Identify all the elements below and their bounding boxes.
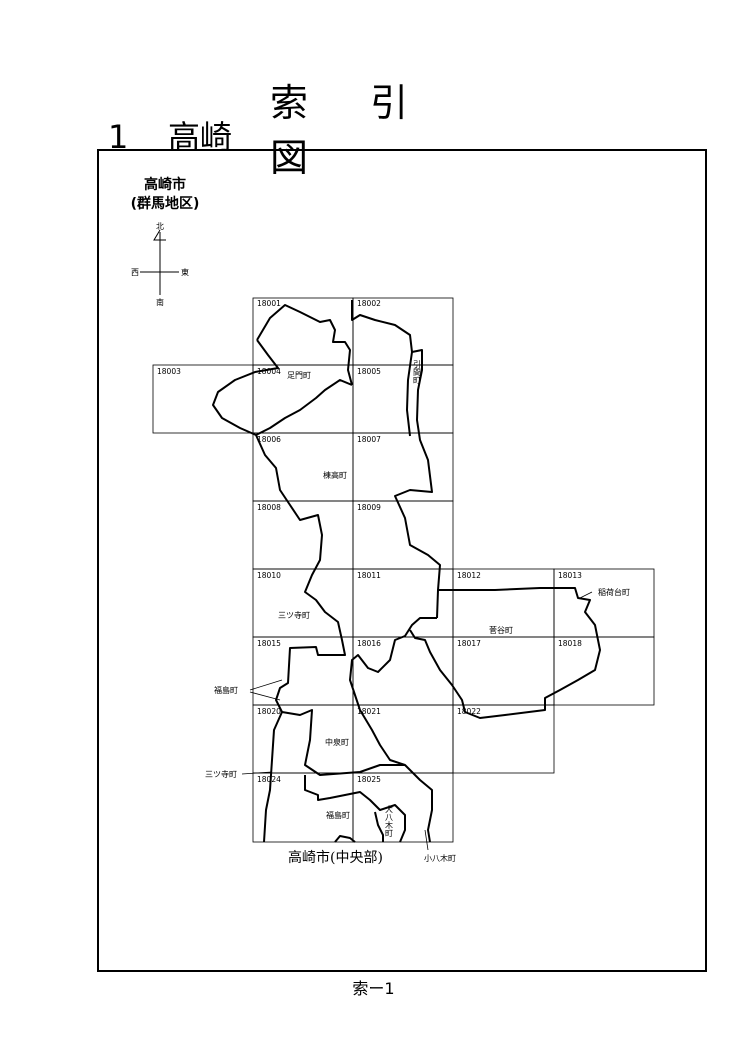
compass-rose [140, 229, 179, 295]
town-label-sugaya: 菅谷町 [489, 625, 513, 635]
town-label-munetaka: 棟高町 [323, 470, 347, 480]
district-boundaries [212, 300, 601, 843]
boundary-outer-west [212, 339, 346, 843]
cell-id-18013: 18013 [558, 571, 582, 580]
leader-fukushima [249, 679, 283, 691]
grid-cell-18022 [452, 704, 555, 774]
compass-east-label: 東 [181, 267, 189, 277]
boundary-ashikado [255, 379, 353, 436]
cell-id-18006: 18006 [257, 435, 281, 444]
region-label: 高崎市 (群馬地区) [115, 176, 215, 214]
cell-id-18010: 18010 [257, 571, 281, 580]
title-char-1: 索 [270, 81, 309, 125]
town-label-mitsudera-side: 三ツ寺町 [205, 770, 237, 779]
cell-id-18020: 18020 [257, 707, 281, 716]
title-char-3: 図 [270, 136, 309, 180]
compass-north-label: 北 [156, 222, 164, 231]
boundary-hikima [406, 351, 413, 437]
region-city: 高崎市 [144, 177, 186, 193]
cell-id-18009: 18009 [357, 503, 381, 512]
page-footer: 索ー1 [352, 979, 395, 998]
town-label-mitsudera: 三ツ寺町 [278, 611, 310, 620]
boundary-sugaya [409, 587, 601, 719]
cell-id-18018: 18018 [558, 639, 582, 648]
grid-cell-18018 [553, 636, 655, 706]
cell-id-18007: 18007 [357, 435, 381, 444]
cell-id-18012: 18012 [457, 571, 481, 580]
town-label-fukushima-bottom: 福島町 [326, 810, 350, 820]
boundary-northwest [256, 304, 353, 386]
map-frame [97, 149, 707, 972]
boundary-ohyagi [374, 811, 384, 842]
adjacent-area-label: 高崎市(中央部) [288, 849, 383, 866]
boundary-east [351, 300, 441, 619]
town-label-fukushima-side: 福島町 [214, 685, 238, 695]
cell-id-18022: 18022 [457, 707, 481, 716]
leader-inaridai [579, 591, 593, 599]
index-map-title: 索 引図 [270, 72, 540, 182]
compass-west-label: 西 [131, 268, 139, 277]
town-label-ohyagi: 大八木町 [385, 804, 394, 837]
section-number: 1 [108, 118, 129, 156]
leader-mitsudera [241, 771, 273, 775]
cell-id-18016: 18016 [357, 639, 381, 648]
leader-koyagi [424, 829, 429, 851]
boundary-fukushima [304, 775, 406, 843]
cell-id-18001: 18001 [257, 299, 281, 308]
cell-id-18015: 18015 [257, 639, 281, 648]
cell-id-18017: 18017 [457, 639, 481, 648]
boundary-nakaizumi [281, 709, 433, 843]
cell-id-18011: 18011 [357, 571, 381, 580]
town-label-inaridai: 稲荷台町 [598, 587, 630, 597]
cell-id-18025: 18025 [357, 775, 381, 784]
town-label-nakaizumi: 中泉町 [325, 737, 349, 747]
town-label-koyagi: 小八木町 [424, 853, 456, 863]
town-label-ashikado: 足門町 [287, 371, 311, 380]
region-district: (群馬地区) [130, 196, 200, 212]
cell-id-18005: 18005 [357, 367, 381, 376]
cell-id-18004: 18004 [257, 367, 281, 376]
title-char-2: 引 [370, 81, 409, 125]
boundary-southwest [334, 835, 356, 843]
leader-fukushima-2 [249, 691, 281, 701]
cell-id-18003: 18003 [157, 367, 181, 376]
leader-lines [241, 591, 593, 851]
sheet-grid [152, 297, 655, 843]
cell-id-18002: 18002 [357, 299, 381, 308]
grid-cell-18025 [352, 772, 454, 843]
boundary-center-south [349, 617, 437, 766]
cell-id-18008: 18008 [257, 503, 281, 512]
north-arrow-icon [153, 229, 166, 241]
compass-south-label: 南 [156, 297, 164, 307]
cell-id-18024: 18024 [257, 775, 281, 784]
cell-id-18021: 18021 [357, 707, 381, 716]
town-label-hikima: 引間町 [413, 360, 422, 384]
